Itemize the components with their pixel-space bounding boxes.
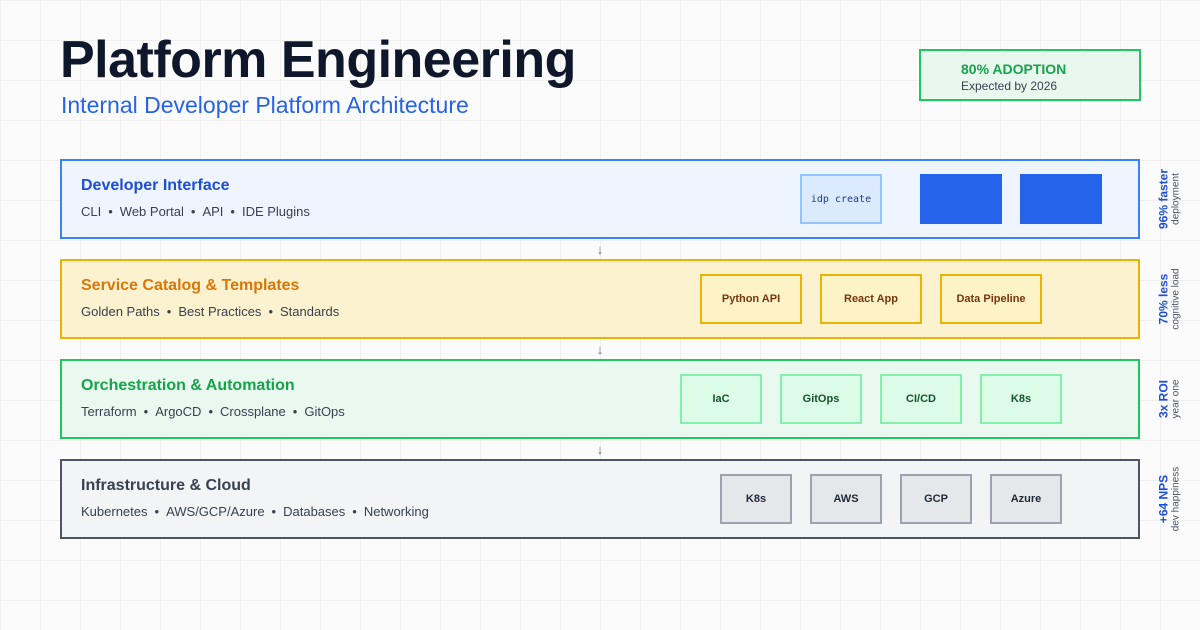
metric-label: dev happiness — [1170, 466, 1182, 532]
layer-developer-interface: Developer Interface CLI•Web Portal•API•I… — [60, 159, 1140, 239]
metric-value: 70% less — [1156, 273, 1171, 325]
adoption-badge-caption: Expected by 2026 — [961, 79, 1058, 93]
metric-value: 3x ROI — [1156, 379, 1171, 419]
metric-value: 96% faster — [1156, 168, 1171, 230]
page-title: Platform Engineering — [60, 31, 576, 89]
layer-item: IDE Plugins — [241, 204, 310, 219]
template-chip: React App — [820, 274, 922, 324]
metric-value: +64 NPS — [1156, 474, 1171, 524]
layer-item: GitOps — [304, 404, 345, 419]
tool-chip: CI/CD — [880, 374, 962, 424]
tool-chip: K8s — [980, 374, 1062, 424]
layer-item: Terraform — [81, 404, 137, 419]
down-arrow-icon: ↓ — [596, 242, 604, 257]
adoption-badge: 80% ADOPTION Expected by 2026 — [919, 49, 1141, 101]
cloud-chip: AWS — [810, 474, 882, 524]
adoption-badge-headline: 80% ADOPTION — [961, 61, 1067, 77]
layer-items: Terraform•ArgoCD•Crossplane•GitOps — [81, 404, 345, 419]
layer-item: Web Portal — [119, 204, 184, 219]
metric-nps: +64 NPS dev happiness — [1140, 459, 1200, 539]
tool-chip: GitOps — [780, 374, 862, 424]
layer-service-catalog: Service Catalog & Templates Golden Paths… — [60, 259, 1140, 339]
metric-deployment: 96% faster deployment — [1140, 159, 1200, 239]
layer-item: Standards — [280, 304, 340, 319]
layer-title: Infrastructure & Cloud — [81, 477, 251, 494]
metric-label: deployment — [1170, 173, 1182, 225]
web-portal-block — [920, 174, 1002, 224]
layer-item: Best Practices — [178, 304, 262, 319]
layer-items: Kubernetes•AWS/GCP/Azure•Databases•Netwo… — [81, 504, 429, 519]
template-chip: Python API — [700, 274, 802, 324]
page-subtitle: Internal Developer Platform Architecture — [61, 92, 469, 118]
layer-item: Golden Paths — [81, 304, 160, 319]
layer-infrastructure: Infrastructure & Cloud Kubernetes•AWS/GC… — [60, 459, 1140, 539]
cli-command-chip: idp create — [800, 174, 882, 224]
layer-title: Orchestration & Automation — [81, 377, 295, 394]
layer-item: CLI — [81, 204, 102, 219]
cloud-chip: K8s — [720, 474, 792, 524]
down-arrow-icon: ↓ — [596, 342, 604, 357]
layer-item: ArgoCD — [155, 404, 202, 419]
cloud-chip: Azure — [990, 474, 1062, 524]
metric-label: year one — [1170, 379, 1182, 419]
metric-label: cognitive load — [1170, 268, 1182, 330]
metric-roi: 3x ROI year one — [1140, 359, 1200, 439]
layer-title: Developer Interface — [81, 177, 230, 194]
layer-orchestration: Orchestration & Automation Terraform•Arg… — [60, 359, 1140, 439]
layer-item: Kubernetes — [81, 504, 148, 519]
layer-item: API — [202, 204, 224, 219]
layer-title: Service Catalog & Templates — [81, 277, 300, 294]
layer-item: AWS/GCP/Azure — [166, 504, 265, 519]
template-chip: Data Pipeline — [940, 274, 1042, 324]
layer-items: CLI•Web Portal•API•IDE Plugins — [81, 204, 310, 219]
layer-item: Crossplane — [220, 404, 286, 419]
api-block — [1020, 174, 1102, 224]
layer-item: Networking — [363, 504, 429, 519]
layer-items: Golden Paths•Best Practices•Standards — [81, 304, 340, 319]
down-arrow-icon: ↓ — [596, 442, 604, 457]
layer-item: Databases — [283, 504, 346, 519]
tool-chip: IaC — [680, 374, 762, 424]
cloud-chip: GCP — [900, 474, 972, 524]
metric-cognitive-load: 70% less cognitive load — [1140, 259, 1200, 339]
